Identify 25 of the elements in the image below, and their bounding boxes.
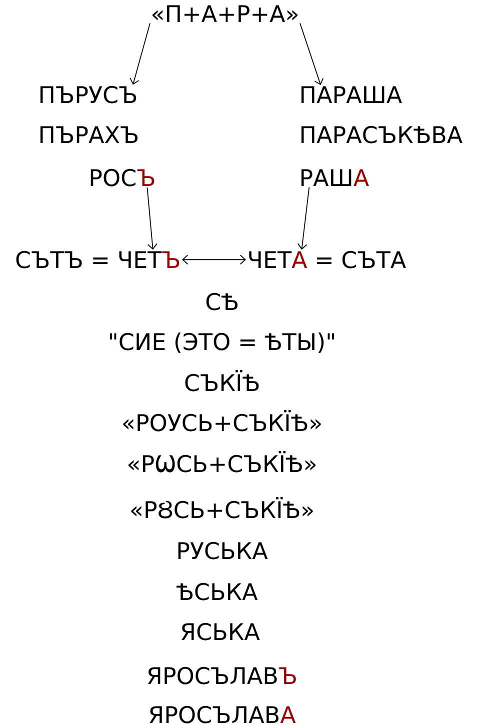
word: ѢСЬКА [176,582,258,600]
word: ПАРАША [301,86,402,103]
word: ЯСЬКА [182,622,260,640]
word: «РѠСЬ+СЪКЇѢ» [128,451,316,472]
word: ПАРАСЪКѢВА [301,126,462,144]
word: ЧЕТА = СЪТА [249,250,406,268]
word: РУСЬКА [178,542,268,560]
word: «РОУСЬ+СЪКЇѢ» [123,410,321,432]
word: СЪТЪ = ЧЕТЪ [16,250,180,268]
word: "СИЕ (ЭТО = ѢТЫ)" [110,332,334,354]
word: РАША [301,169,369,186]
word: ПЪРАХЪ [40,126,138,143]
word: «РȢСЬ+СЪКЇѢ» [131,497,313,518]
word: РОСЪ [90,168,154,186]
word: «П+А+Р+А» [152,5,298,22]
arrow [146,187,158,250]
word: СЪКЇѢ [185,370,259,392]
word: ЯРОСЪЛАВЪ [148,666,296,684]
double-arrow [182,254,246,265]
word: ЯРОСЪЛАВА [150,706,296,724]
arrow [297,186,310,250]
arrow [300,22,324,86]
arrow [130,22,150,85]
word: СѢ [206,292,238,310]
word: ПЪРУСЪ [40,86,136,104]
